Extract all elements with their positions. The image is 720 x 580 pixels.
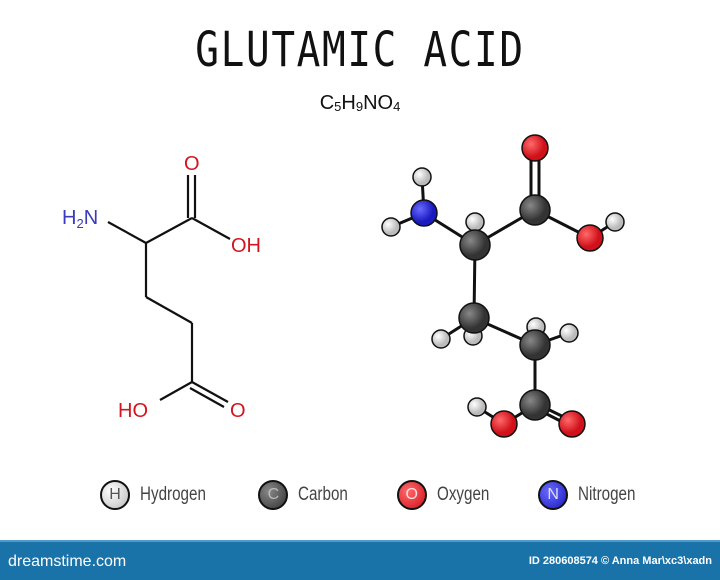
skeletal-formula <box>107 175 231 408</box>
formula-o-count: 4 <box>393 99 401 114</box>
hydrogen-atom <box>605 212 625 232</box>
atom-legend: H Hydrogen C Carbon O Oxygen N Nitrogen <box>100 480 686 510</box>
carbon-atom <box>519 329 551 361</box>
formula-no: NO <box>363 92 394 114</box>
page-title: GLUTAMIC ACID <box>195 22 525 78</box>
legend-nitrogen: N Nitrogen <box>538 480 650 510</box>
oxygen-atom <box>576 224 604 252</box>
formula-h: H <box>341 92 356 114</box>
formula-c: C <box>319 92 335 114</box>
carbon-atom <box>459 229 491 261</box>
molecule-diagrams: H2N O OH HO O <box>62 134 625 438</box>
carbon-ball-icon: C <box>258 480 289 510</box>
hydrogen-atom <box>559 323 579 343</box>
side-chain-hydroxyl-label: HO <box>118 400 148 422</box>
legend-label: Nitrogen <box>578 484 636 505</box>
formula-h-count: 9 <box>355 99 364 114</box>
side-chain-oxygen-label: O <box>230 400 246 422</box>
nitrogen-atom <box>410 199 438 227</box>
legend-label: Hydrogen <box>140 484 206 505</box>
ball-and-stick-model <box>381 134 625 438</box>
hydrogen-atom <box>412 167 432 187</box>
formula-c-count: 5 <box>334 99 342 114</box>
image-credit: ID 280608574 © Anna Mar\xc3\xadn <box>528 555 712 567</box>
footer-bar: dreamstime.com ID 280608574 © Anna Mar\x… <box>0 540 720 580</box>
oxygen-ball-icon: O <box>396 480 427 510</box>
carbonyl-oxygen-label: O <box>184 153 200 175</box>
oxygen-atom <box>558 410 586 438</box>
brand-link[interactable]: dreamstime.com <box>8 553 127 570</box>
carbon-atom <box>519 194 551 226</box>
legend-label: Carbon <box>298 484 349 505</box>
legend-hydrogen: H Hydrogen <box>100 480 222 510</box>
legend-oxygen: O Oxygen <box>396 480 502 510</box>
hydrogen-atom <box>467 397 487 417</box>
molecular-formula: C5H9NO4 <box>0 92 720 115</box>
hydrogen-atom <box>431 329 451 349</box>
oxygen-atom <box>490 410 518 438</box>
oxygen-atom <box>521 134 549 162</box>
hydrogen-atom <box>465 212 485 232</box>
hydroxyl-label: OH <box>231 235 261 257</box>
legend-carbon: C Carbon <box>258 480 360 510</box>
amine-label: H2N <box>62 207 98 231</box>
hydrogen-atom <box>381 217 401 237</box>
carbon-atom <box>458 302 490 334</box>
carbon-atom <box>519 389 551 421</box>
nitrogen-ball-icon: N <box>538 480 569 510</box>
hydrogen-ball-icon: H <box>100 480 130 510</box>
legend-label: Oxygen <box>436 484 490 505</box>
